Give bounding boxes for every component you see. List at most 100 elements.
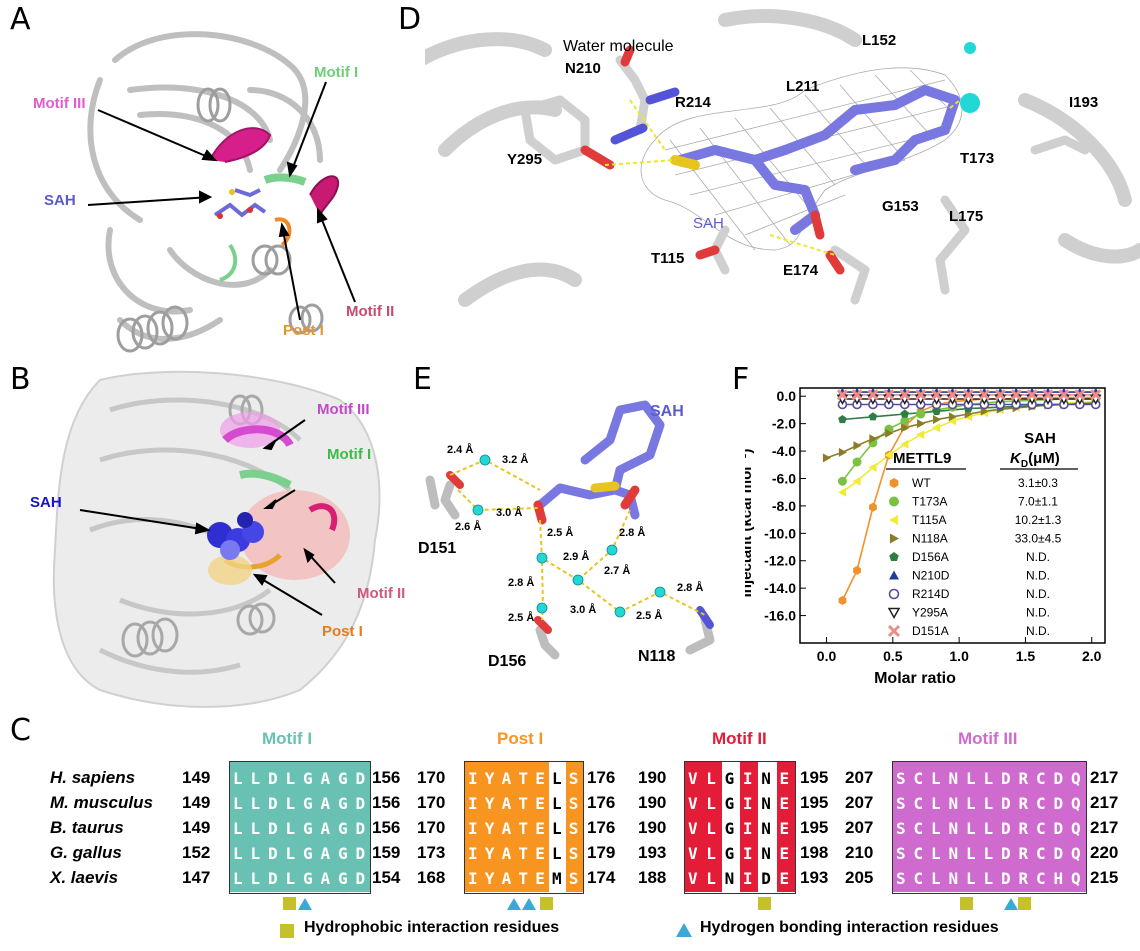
residue-letter: C [913,794,924,813]
panel-label-c: C [10,713,31,748]
data-point-D151A [978,389,990,401]
residue-letter: N [948,769,959,788]
residue-letter: L [552,844,562,863]
residue-letter: L [552,819,562,838]
data-point-D156A [932,406,941,415]
alignment-column [549,762,566,892]
legend-header-mettl9: METTL9 [893,450,951,467]
residue-letter: D [1001,819,1011,838]
end-residue-number: 195 [800,793,829,812]
residue-letter: E [535,819,545,838]
residue-letter: D [1053,844,1064,863]
residue-letter: Y [484,844,495,863]
alignment-column [739,762,759,892]
residue-letter: A [501,769,512,788]
legend-marker-T115A [889,515,898,525]
residue-l175: L175 [949,208,984,225]
start-residue-number: 149 [182,793,211,812]
residue-letter: R [1018,844,1029,863]
residue-letter: S [896,844,906,863]
motif-title: Motif II [712,729,767,748]
residue-letter: I [742,869,753,888]
residue-letter: I [468,844,478,863]
residue-letter: A [320,869,331,888]
hydrophobic-marker [758,897,771,910]
residue-n210: N210 [565,60,601,77]
residue-letter: N [761,794,771,813]
residue-letter: L [706,769,716,788]
residue-letter: T [518,794,529,813]
residue-l211: L211 [786,78,820,95]
alignment-column [1050,762,1068,892]
motif-title: Post I [497,729,544,748]
residue-letter: D [268,769,278,788]
data-point-D151A [962,389,974,401]
panel-a-post1-label: Post I [283,322,324,339]
residue-letter: S [568,769,579,788]
panel-e-sah-label: SAH [650,403,684,420]
dist-13: 2.8 Å [677,582,704,594]
legend-name: R214D [912,587,950,601]
panel-e-d156: D156 [488,653,527,670]
data-point-N118A [853,441,862,451]
start-residue-number: 170 [417,818,446,837]
residue-letter: L [250,794,261,813]
x-tick-label: 0.5 [883,648,903,664]
residue-r214: R214 [675,94,711,111]
species-name: B. taurus [50,818,124,837]
y-tick-label: -10.0 [764,525,796,541]
residue-letter: C [913,869,924,888]
motif-title: Motif I [262,729,313,748]
panel-e-d151: D151 [418,540,457,557]
motif-box [464,761,584,894]
residue-letter: T [518,869,529,888]
motif-title: Motif III [958,729,1018,748]
residue-letter: D [355,794,366,813]
residue-letter: L [966,794,976,813]
alignment-column [945,762,963,892]
dist-7: 2.9 Å [563,551,590,563]
residue-letter: N [761,844,771,863]
residue-y295: Y295 [507,151,543,168]
start-residue-number: 205 [845,868,874,887]
panel-b-motif1-label: Motif I [327,446,372,463]
residue-letter: G [724,769,735,788]
residue-letter: D [1001,769,1011,788]
residue-letter: G [724,794,735,813]
start-residue-number: 193 [638,843,667,862]
dist-8: 2.7 Å [604,565,631,577]
data-point-N118A [885,428,894,438]
residue-letter: L [250,869,261,888]
residue-letter: S [568,844,579,863]
residue-letter: D [1001,844,1011,863]
legend-marker-T173A [889,496,899,507]
alignment-column [465,762,482,892]
residue-letter: L [706,869,716,888]
end-residue-number: 198 [800,843,829,862]
residue-g153: G153 [882,198,919,215]
legend-name: N210D [912,569,950,583]
residue-letter: Y [484,819,495,838]
alignment-column [1068,762,1086,892]
data-point-N118A [980,406,989,416]
alignment-column [685,762,704,892]
residue-letter: G [303,769,313,788]
y-tick-label: -6.0 [772,470,796,486]
data-point-T115A [852,476,861,486]
residue-letter: V [688,819,698,838]
alignment-column [481,762,499,892]
residue-letter: G [338,844,348,863]
residue-letter: L [706,819,716,838]
legend-name: T173A [912,495,947,509]
end-residue-number: 156 [372,793,401,812]
residue-letter: G [338,769,348,788]
legend-name: T115A [912,513,946,527]
residue-letter: V [688,794,698,813]
residue-letter: A [320,844,331,863]
residue-letter: I [742,769,753,788]
residue-letter: Q [1071,844,1081,863]
water-legend-dot [964,42,976,54]
residue-letter: C [913,769,924,788]
residue-letter: L [931,869,941,888]
